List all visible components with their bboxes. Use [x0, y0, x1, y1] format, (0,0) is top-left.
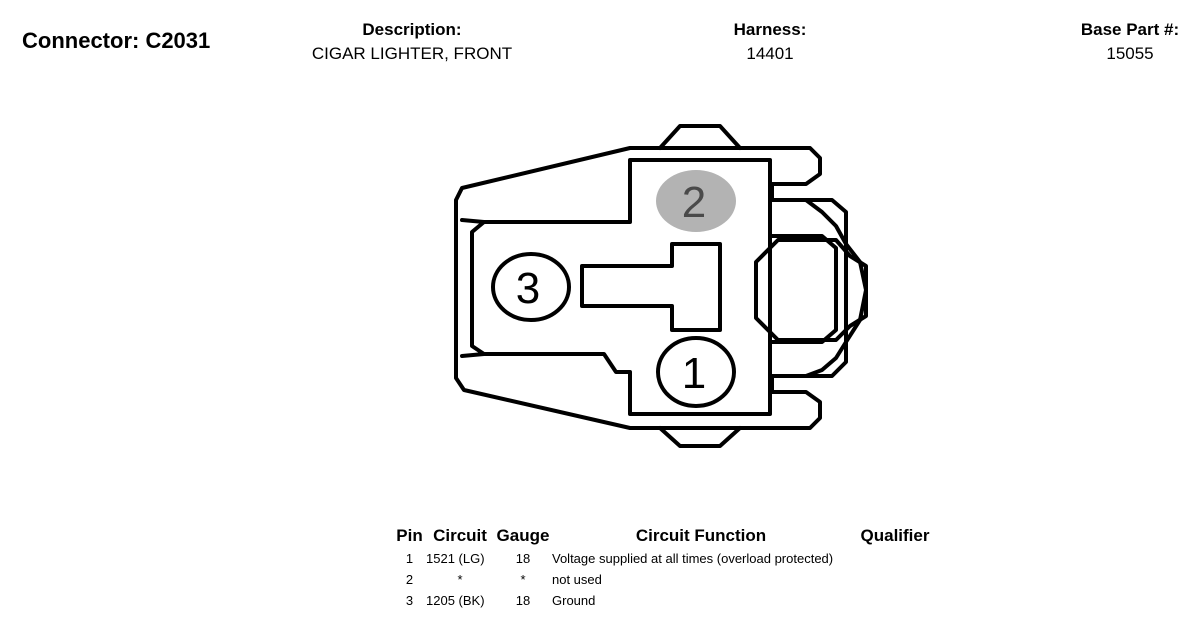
row-circuit: 1205 (BK) [426, 593, 485, 608]
terminal-key [580, 242, 722, 332]
header-circuit-function: Circuit Function [635, 526, 767, 545]
row-pin: 1 [405, 551, 414, 566]
pin-1: 1 [656, 336, 736, 408]
harness-block: Harness: 14401 [670, 20, 870, 64]
table-row: 2 * * not used [393, 569, 940, 590]
pin-3-label: 3 [516, 264, 540, 313]
table-header-row: Pin Circuit Gauge Circuit Function Quali… [393, 524, 940, 548]
bottom-latch [658, 426, 742, 448]
right-lock-inner [770, 234, 838, 344]
row-qualifier [850, 548, 940, 569]
row-function: not used [552, 572, 602, 587]
description-label: Description: [362, 20, 462, 39]
description-value: CIGAR LIGHTER, FRONT [311, 44, 513, 63]
connector-face-diagram: 2 3 1 [454, 124, 868, 448]
connector-title: Connector: C2031 [22, 28, 211, 53]
housing-outline [454, 146, 868, 430]
row-qualifier [850, 590, 940, 611]
row-circuit: 1521 (LG) [426, 551, 485, 566]
harness-value: 14401 [746, 44, 794, 63]
pin-2-label: 2 [682, 178, 706, 227]
table-row: 3 1205 (BK) 18 Ground [393, 590, 940, 611]
header-gauge: Gauge [496, 526, 550, 545]
base-part-block: Base Part #: 15055 [1030, 20, 1199, 64]
row-function: Voltage supplied at all times (overload … [552, 551, 834, 566]
row-qualifier [850, 569, 940, 590]
table-row: 1 1521 (LG) 18 Voltage supplied at all t… [393, 548, 940, 569]
pin-3: 3 [491, 252, 571, 322]
pin-2-marker [656, 170, 736, 232]
header-pin: Pin [396, 526, 423, 545]
harness-label: Harness: [733, 20, 807, 39]
header-circuit: Circuit [433, 526, 487, 545]
top-latch [658, 124, 742, 150]
right-lock-knob [754, 238, 868, 342]
pin-1-label: 1 [682, 349, 706, 398]
left-ledge-top [460, 218, 486, 224]
right-lock-frame [770, 198, 848, 378]
header-qualifier: Qualifier [860, 526, 930, 545]
row-gauge: * [520, 572, 526, 587]
pin-table: Pin Circuit Gauge Circuit Function Quali… [393, 524, 940, 611]
left-ledge-bottom [460, 352, 486, 358]
base-part-value: 15055 [1106, 44, 1154, 63]
pin-3-marker [491, 252, 571, 322]
row-gauge: 18 [515, 551, 531, 566]
base-part-label: Base Part #: [1080, 20, 1180, 39]
pin-2: 2 [656, 170, 736, 232]
row-function: Ground [552, 593, 596, 608]
row-gauge: 18 [515, 593, 531, 608]
pin-1-marker [656, 336, 736, 408]
row-pin: 2 [405, 572, 414, 587]
row-circuit: * [457, 572, 463, 587]
row-pin: 3 [405, 593, 414, 608]
description-block: Description: CIGAR LIGHTER, FRONT [282, 20, 542, 64]
